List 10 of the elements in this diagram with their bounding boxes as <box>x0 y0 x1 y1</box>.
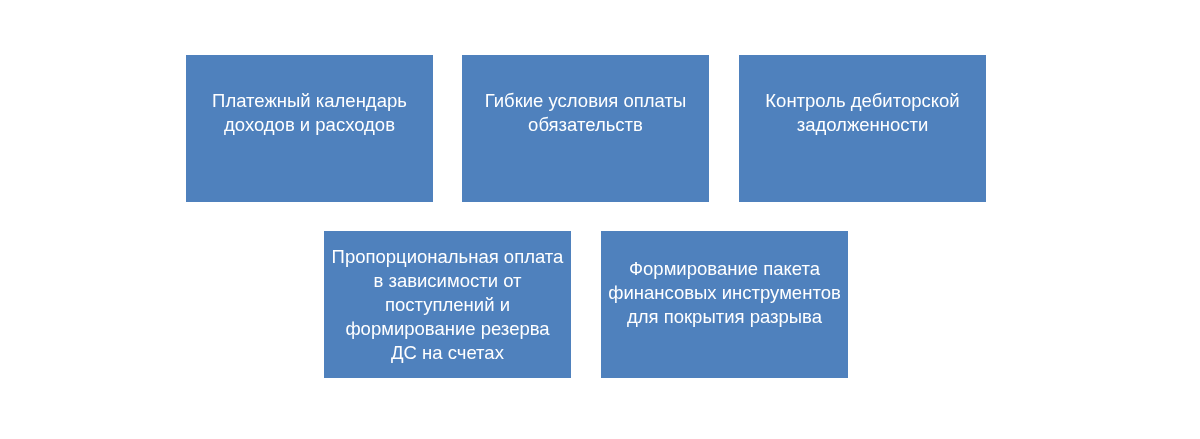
box-text: Платежный календарь доходов и расходов <box>211 88 408 137</box>
box-text: Формирование пакета финансовых инструментов для покрытия разрыва <box>607 256 842 329</box>
process-box <box>739 55 986 202</box>
box-text: Контроль дебиторской задолженности <box>764 88 961 137</box>
process-box <box>186 55 433 202</box>
process-box <box>462 55 709 202</box>
box-text: Пропорциональная оплата в зависимости от поступлений и формирование резерва ДС на счетах <box>330 244 565 365</box>
process-box <box>601 231 848 378</box>
box-text: Гибкие условия оплаты обязательств <box>483 88 688 137</box>
process-box <box>324 231 571 378</box>
